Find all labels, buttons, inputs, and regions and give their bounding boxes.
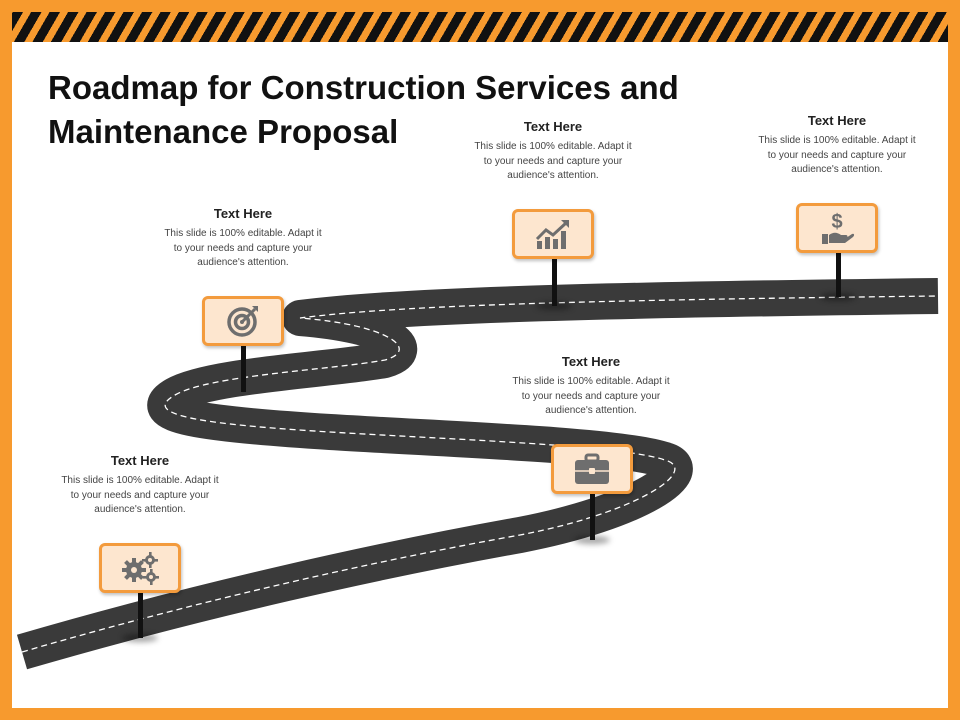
milestone-4-heading: Text Here bbox=[523, 119, 583, 134]
milestone-5-body: This slide is 100% editable. Adapt it to… bbox=[758, 135, 916, 175]
milestone-3-text: Text Here This slide is 100% editable. A… bbox=[511, 354, 671, 419]
milestone-4-post bbox=[552, 258, 557, 306]
target-icon bbox=[227, 306, 258, 337]
milestone-3-shadow bbox=[574, 536, 610, 544]
milestone-3-body: This slide is 100% editable. Adapt it to… bbox=[512, 376, 670, 416]
milestone-4-body: This slide is 100% editable. Adapt it to… bbox=[474, 141, 632, 181]
milestone-3-heading: Text Here bbox=[561, 354, 621, 369]
milestone-5-text: Text Here This slide is 100% editable. A… bbox=[757, 113, 917, 178]
milestone-2-sign bbox=[202, 296, 284, 346]
growth-chart-icon bbox=[535, 220, 569, 249]
milestone-3-post bbox=[590, 494, 595, 540]
slide-title: Roadmap for Construction Services and Ma… bbox=[48, 69, 679, 150]
milestone-2-heading: Text Here bbox=[213, 206, 273, 221]
milestone-1-sign bbox=[99, 543, 181, 593]
milestone-4-text: Text Here This slide is 100% editable. A… bbox=[473, 119, 633, 184]
briefcase-icon bbox=[575, 453, 609, 484]
milestone-4-shadow bbox=[536, 302, 572, 310]
hazard-stripe-banner bbox=[12, 12, 948, 42]
milestone-5-shadow bbox=[820, 293, 856, 301]
dollar-hand-icon: $ bbox=[822, 211, 855, 244]
milestone-4-sign bbox=[512, 209, 594, 259]
milestone-1-heading: Text Here bbox=[110, 453, 170, 468]
road-center-line bbox=[21, 295, 939, 653]
milestone-5-sign: $ bbox=[796, 203, 878, 253]
milestone-5-heading: Text Here bbox=[807, 113, 867, 128]
milestone-1-shadow bbox=[122, 634, 158, 642]
milestone-2-body: This slide is 100% editable. Adapt it to… bbox=[164, 228, 322, 268]
milestone-2-post bbox=[241, 344, 246, 392]
milestone-5-post bbox=[836, 251, 841, 297]
milestone-1-text: Text Here This slide is 100% editable. A… bbox=[60, 453, 220, 518]
milestone-2-text: Text Here This slide is 100% editable. A… bbox=[163, 206, 323, 271]
milestone-3-sign bbox=[551, 444, 633, 494]
svg-text:$: $ bbox=[831, 211, 842, 233]
milestone-1-body: This slide is 100% editable. Adapt it to… bbox=[61, 475, 219, 515]
milestone-1-post bbox=[138, 592, 143, 638]
gears-icon bbox=[122, 552, 159, 585]
